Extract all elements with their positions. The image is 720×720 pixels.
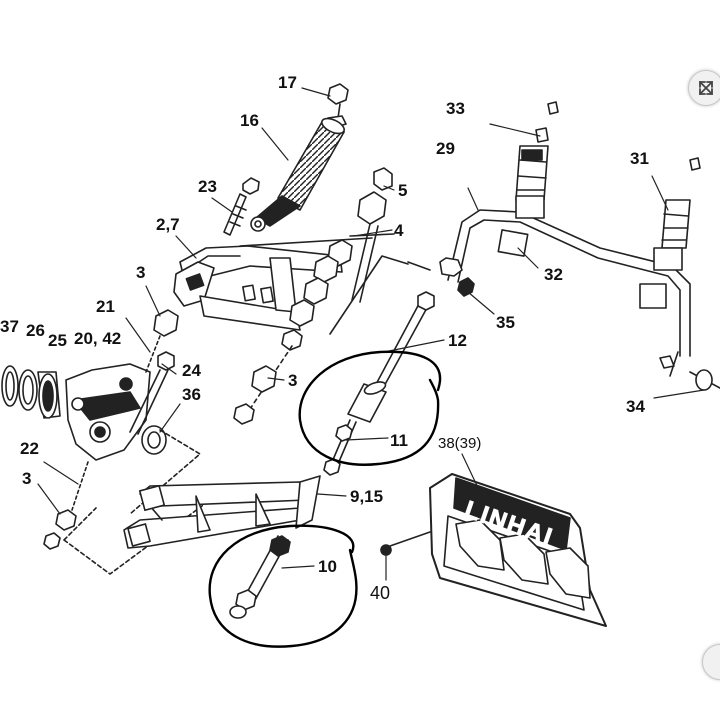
ball-joint-stack xyxy=(233,167,409,425)
cover-plate xyxy=(380,473,607,627)
leader-lines xyxy=(37,87,705,581)
callout-2-7: 2,7 xyxy=(156,215,180,234)
callout-26: 26 xyxy=(26,321,45,340)
callout-3-mid: 3 xyxy=(288,371,298,390)
callout-9-15: 9,15 xyxy=(350,487,384,506)
callout-36: 36 xyxy=(182,385,201,404)
callout-37: 37 xyxy=(0,317,19,336)
callout-12: 12 xyxy=(448,331,467,350)
callout-17: 17 xyxy=(278,73,297,92)
callout-31: 31 xyxy=(630,149,649,168)
callout-3-upper: 3 xyxy=(136,263,146,282)
expand-button[interactable] xyxy=(688,70,720,106)
callout-3-lower: 3 xyxy=(22,469,32,488)
lower-arm xyxy=(123,475,321,549)
upper-arm xyxy=(173,237,373,331)
expand-arrows-icon xyxy=(699,81,713,95)
callout-10: 10 xyxy=(318,557,337,576)
stabilizer-bar xyxy=(407,101,720,391)
callout-22: 22 xyxy=(20,439,39,458)
callout-16: 16 xyxy=(240,111,259,130)
callout-20-42: 20, 42 xyxy=(74,329,122,348)
callout-5: 5 xyxy=(398,181,408,200)
callout-25: 25 xyxy=(48,331,67,350)
callout-29: 29 xyxy=(436,139,455,158)
callout-40: 40 xyxy=(370,583,391,603)
callout-33: 33 xyxy=(446,99,465,118)
callout-11: 11 xyxy=(390,431,408,450)
highlight-circles xyxy=(208,350,442,648)
steering-knuckle xyxy=(1,309,211,575)
shock-absorber xyxy=(223,83,349,236)
callout-23: 23 xyxy=(198,177,217,196)
callout-38-39: 38(39) xyxy=(438,435,482,452)
callout-4: 4 xyxy=(394,221,404,240)
tie-rods xyxy=(229,291,435,619)
callout-34: 34 xyxy=(626,397,645,416)
callout-24: 24 xyxy=(182,361,201,380)
callout-21: 21 xyxy=(96,297,115,316)
callout-35: 35 xyxy=(496,313,515,332)
callout-32: 32 xyxy=(544,265,563,284)
